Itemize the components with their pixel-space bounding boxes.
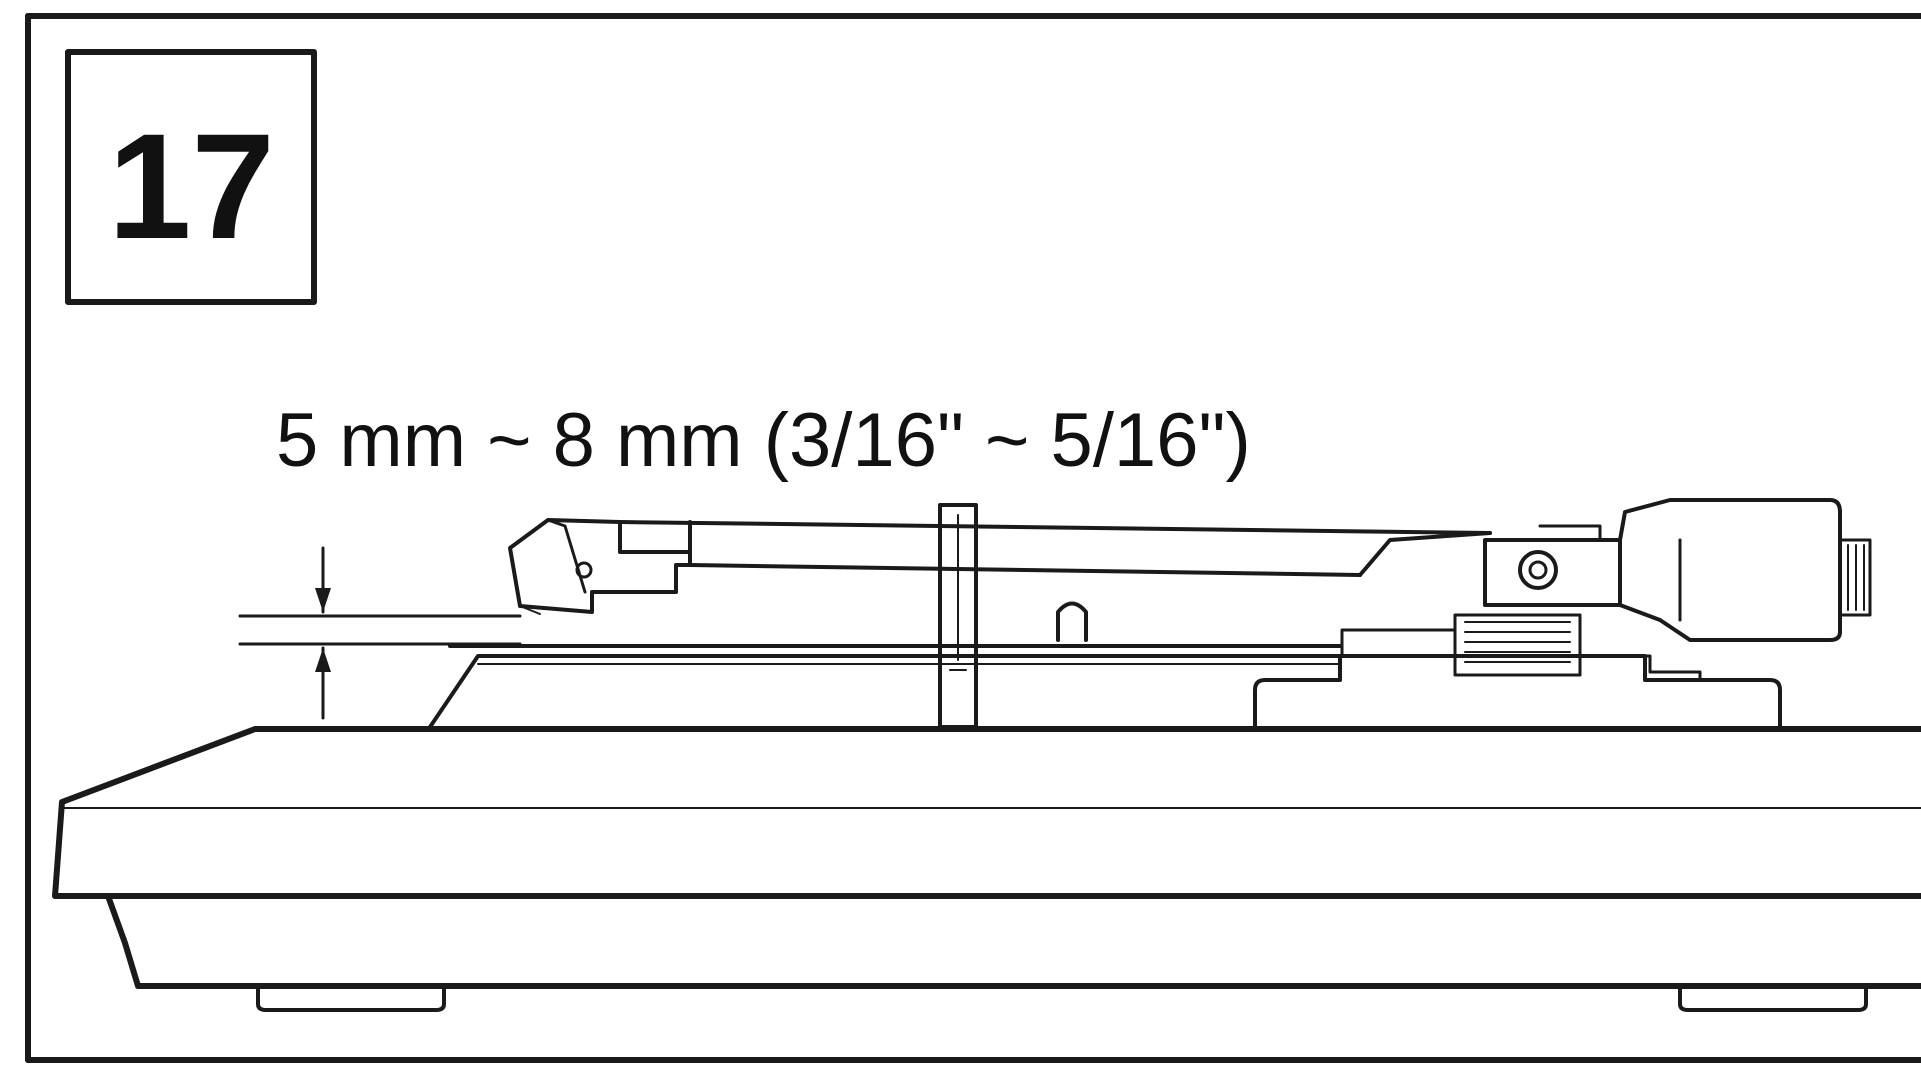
arm-base — [1253, 613, 1782, 729]
cue-lever — [1056, 601, 1088, 642]
turntable-feet — [256, 986, 1868, 1012]
arm-rest-post — [938, 503, 978, 729]
counterweight — [1618, 498, 1872, 642]
platter — [428, 644, 1342, 729]
turntable-plinth — [52, 726, 1921, 989]
down-arrow-icon — [315, 646, 331, 720]
height-measurement-label: 5 mm ~ 8 mm (3/16" ~ 5/16") — [276, 398, 1251, 483]
step-number-box: 17 — [65, 49, 317, 305]
tonearm — [618, 520, 1492, 577]
step-number: 17 — [108, 102, 275, 270]
headshell-cartridge — [508, 518, 692, 615]
height-dimension-marker — [238, 546, 522, 720]
diagram-frame — [25, 13, 1921, 1063]
tonearm-pivot — [1483, 524, 1622, 607]
up-arrow-icon — [315, 546, 331, 614]
